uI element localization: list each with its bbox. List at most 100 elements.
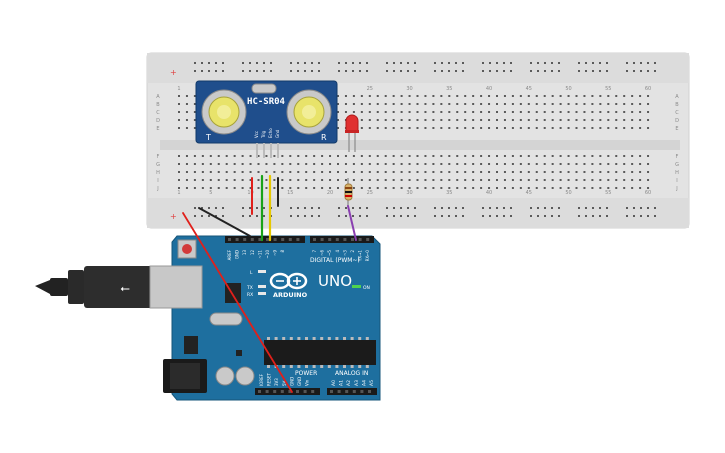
hole: [400, 127, 403, 129]
rail-hole: [386, 215, 388, 217]
rail-hole: [311, 62, 313, 64]
header-hole: [320, 238, 324, 241]
hole: [599, 155, 602, 157]
hole: [448, 119, 451, 121]
hole: [297, 187, 300, 189]
hole: [472, 119, 475, 121]
hole: [416, 155, 419, 157]
hole: [480, 155, 483, 157]
power-pin-label: RESET: [267, 373, 272, 386]
hole: [225, 171, 228, 173]
rail-hole: [633, 62, 635, 64]
top-pin-label: 12: [250, 250, 255, 256]
receiver-icon: [286, 89, 332, 135]
hole: [321, 171, 324, 173]
hole: [615, 111, 618, 113]
hole: [551, 103, 554, 105]
hc-sr04-sensor[interactable]: HC-SR04 T R Vcc Trig Echo Gnd: [195, 80, 338, 158]
hole: [337, 163, 339, 165]
column-number: 10: [247, 190, 253, 196]
top-pin-label: AREF: [227, 249, 232, 260]
hole: [503, 119, 506, 121]
rail-hole: [304, 207, 306, 209]
hole: [313, 171, 316, 173]
hole: [448, 171, 451, 173]
hole: [424, 155, 427, 157]
wires[interactable]: [182, 174, 357, 393]
chip-pin: [297, 365, 301, 368]
rail-hole: [455, 215, 457, 217]
hole: [615, 127, 618, 129]
chip-pin: [312, 337, 316, 340]
hole: [408, 103, 411, 105]
reset-button[interactable]: [177, 239, 197, 259]
rail-hole: [222, 207, 224, 209]
rail-hole: [270, 70, 272, 72]
hole: [337, 187, 339, 189]
hole: [496, 155, 498, 157]
rail-hole: [263, 62, 265, 64]
top-pin-label: 13: [242, 250, 247, 256]
hole: [209, 163, 212, 165]
hole: [289, 171, 292, 173]
hole: [591, 119, 594, 121]
hole: [503, 163, 506, 165]
hole: [488, 111, 491, 113]
hole: [639, 179, 642, 181]
hole: [360, 127, 363, 129]
header-hole: [228, 238, 231, 241]
hole: [519, 111, 522, 113]
hole: [352, 95, 355, 97]
hole: [384, 111, 387, 113]
rail-hole: [242, 207, 244, 209]
red-led[interactable]: [345, 114, 359, 152]
rail-hole: [400, 62, 402, 64]
header-hole: [345, 390, 349, 393]
hole: [432, 163, 435, 165]
rail-hole: [311, 70, 313, 72]
rail-hole: [558, 207, 560, 209]
rail-hole: [297, 62, 299, 64]
hole: [376, 187, 379, 189]
hole: [424, 171, 427, 173]
hole: [185, 103, 188, 105]
hole: [321, 155, 324, 157]
rail-hole: [592, 215, 594, 217]
rail-hole: [510, 70, 512, 72]
rail-hole: [448, 70, 450, 72]
resistor[interactable]: [344, 178, 353, 206]
usb-icon: ⭠: [120, 281, 130, 295]
hole: [535, 111, 538, 113]
hole: [511, 163, 514, 165]
rail-hole: [345, 215, 347, 217]
sensor-name: HC-SR04: [247, 97, 286, 107]
hole: [503, 155, 506, 157]
hole: [647, 103, 650, 105]
hole: [527, 127, 530, 129]
row-letter: B: [675, 102, 679, 108]
hole: [639, 155, 642, 157]
hole: [408, 187, 411, 189]
rail-hole: [352, 215, 354, 217]
hole: [193, 179, 196, 181]
hole: [360, 95, 363, 97]
hole: [543, 111, 546, 113]
hole: [456, 95, 459, 97]
hole: [368, 187, 371, 189]
sensor-t-mark: T: [205, 133, 211, 142]
hole: [631, 95, 634, 97]
rail-hole: [482, 215, 484, 217]
column-number: 35: [446, 190, 452, 196]
rail-hole: [640, 215, 642, 217]
hole: [591, 187, 594, 189]
usb-cable: ⭠: [35, 265, 203, 309]
hole: [551, 119, 554, 121]
hole: [392, 163, 395, 165]
hole: [591, 163, 594, 165]
hole: [559, 179, 562, 181]
hole: [575, 163, 578, 165]
rail-hole: [510, 215, 512, 217]
hole: [376, 127, 379, 129]
